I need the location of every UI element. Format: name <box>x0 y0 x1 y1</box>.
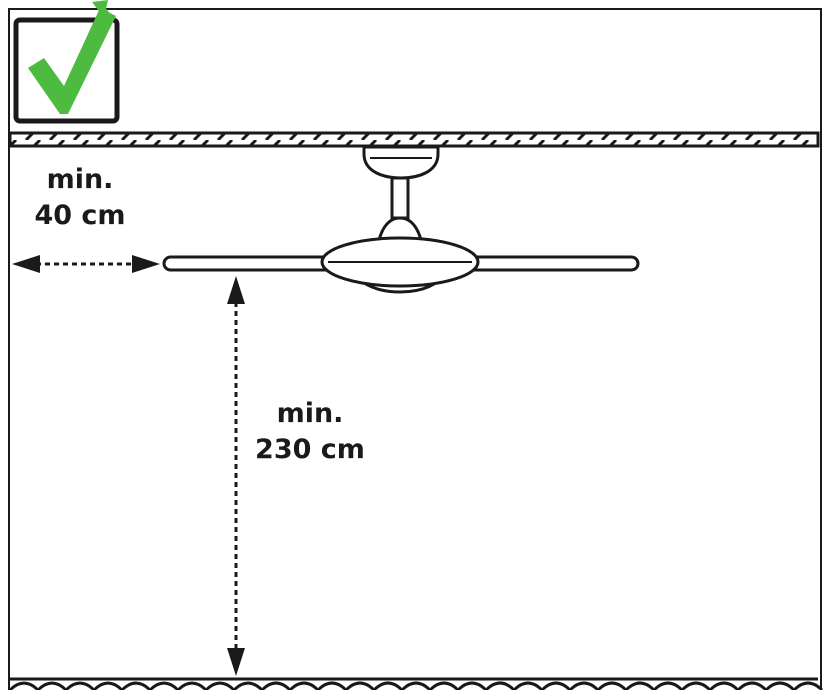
check-box <box>13 17 120 124</box>
side-clearance-line1: min. <box>46 164 114 195</box>
fan-canopy <box>362 145 440 180</box>
fan-blade-right <box>462 255 640 272</box>
check-mark-icon <box>28 0 116 114</box>
side-clearance-label: min. 40 cm <box>20 162 140 234</box>
ceiling <box>8 131 820 148</box>
floor-clearance-arrow <box>227 276 245 676</box>
floor <box>8 677 824 690</box>
ceiling-fan <box>162 145 640 294</box>
fan-downrod <box>390 176 410 220</box>
fan-blade-left <box>162 255 336 272</box>
room-frame <box>8 8 822 690</box>
floor-clearance-label: min. 230 cm <box>240 396 380 468</box>
floor-clearance-line1: min. <box>276 398 344 429</box>
side-clearance-arrow <box>12 255 160 273</box>
side-clearance-line2: 40 cm <box>34 200 126 231</box>
floor-clearance-line2: 230 cm <box>255 434 365 465</box>
